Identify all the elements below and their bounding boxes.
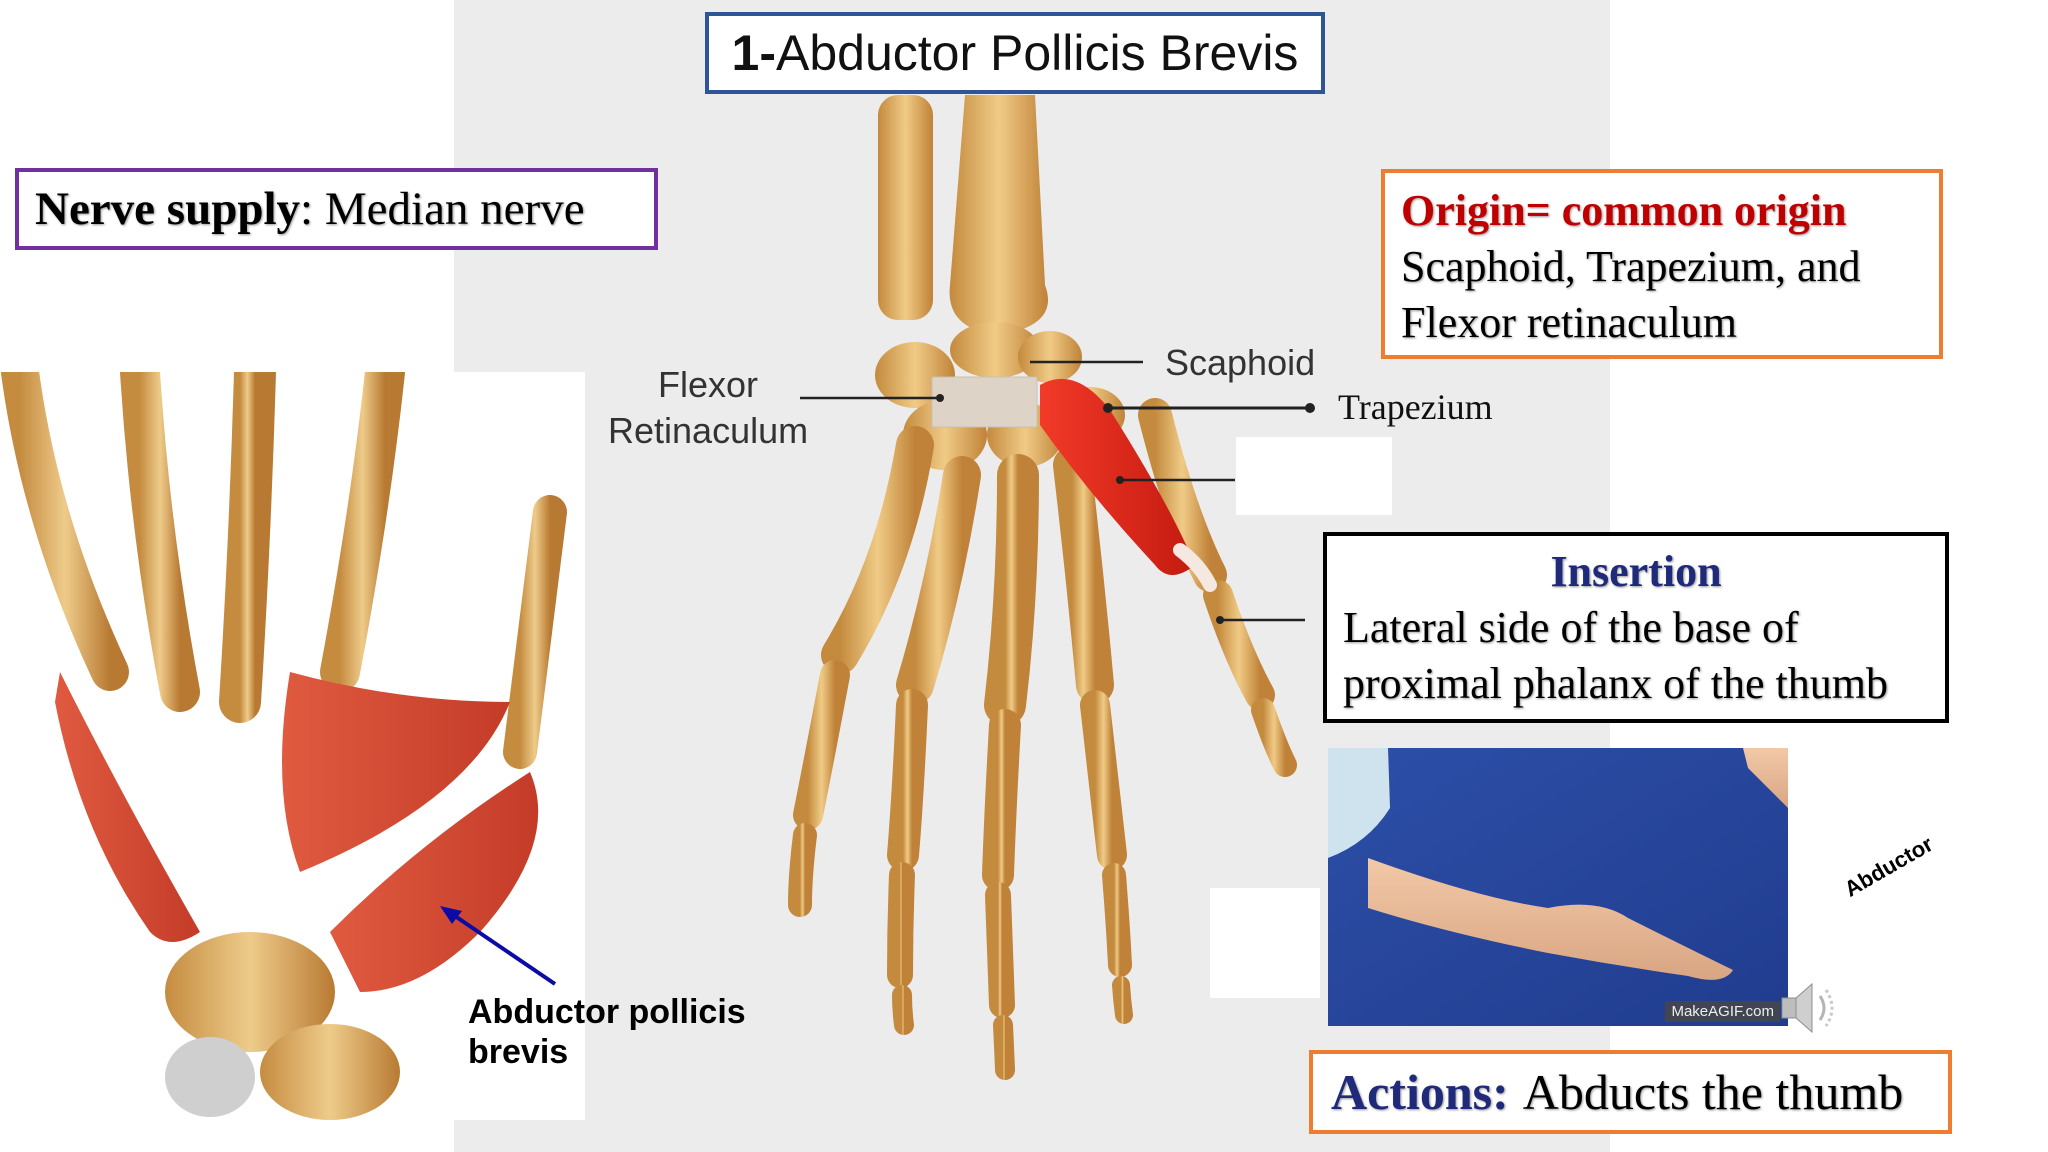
- apb-label-line1: Abductor pollicis: [468, 993, 746, 1031]
- abductor-caption: Abductor: [1840, 831, 1938, 902]
- actions-box: Actions:Abducts the thumb: [1309, 1050, 1952, 1134]
- apb-label-line2: brevis: [468, 1033, 569, 1071]
- nerve-value: : Median nerve: [300, 183, 585, 235]
- makeagif-watermark: MakeAGIF.com: [1665, 1001, 1780, 1022]
- hand-muscle-illustration: [0, 372, 585, 1120]
- trapezium-label: Trapezium: [1338, 387, 1493, 427]
- abductor-pollicis-brevis-label: Abductor pollicis brevis: [468, 992, 746, 1072]
- slide-title: 1-Abductor Pollicis Brevis: [705, 12, 1325, 94]
- insertion-box: Insertion Lateral side of the base of pr…: [1323, 532, 1949, 723]
- animation-frame: [1328, 748, 1788, 1026]
- flexor-label-line2: Retinaculum: [608, 410, 809, 451]
- speaker-icon[interactable]: [1780, 978, 1842, 1038]
- nerve-supply-box: Nerve supply: Median nerve: [15, 168, 658, 250]
- label-mask: [1210, 888, 1320, 998]
- actions-value: Abducts the thumb: [1522, 1064, 1904, 1120]
- title-number: 1-: [731, 25, 777, 81]
- flexor-label-line1: Flexor: [657, 364, 759, 405]
- label-mask: [1236, 437, 1392, 515]
- insertion-line2: proximal phalanx of the thumb: [1343, 659, 1888, 708]
- nerve-label: Nerve supply: [35, 183, 301, 235]
- origin-line2: Flexor retinaculum: [1401, 298, 1738, 347]
- insertion-label: Insertion: [1550, 547, 1722, 596]
- insertion-line1: Lateral side of the base of: [1343, 603, 1799, 652]
- hand-skeleton-illustration: [788, 95, 1315, 1080]
- thumb-abduction-animation[interactable]: MakeAGIF.com: [1328, 748, 1788, 1026]
- flexor-retinaculum-label: Flexor Retinaculum: [608, 362, 808, 454]
- actions-label: Actions:: [1331, 1064, 1509, 1120]
- origin-box: Origin= common origin Scaphoid, Trapeziu…: [1381, 169, 1943, 359]
- title-text: Abductor Pollicis Brevis: [776, 25, 1299, 81]
- origin-line1: Scaphoid, Trapezium, and: [1401, 242, 1861, 291]
- scaphoid-label: Scaphoid: [1165, 342, 1316, 383]
- origin-label: Origin= common origin: [1401, 186, 1847, 235]
